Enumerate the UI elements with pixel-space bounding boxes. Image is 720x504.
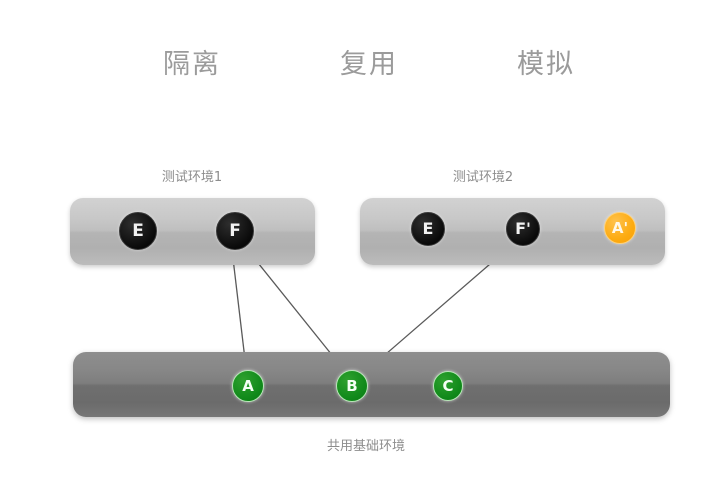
node-f1[interactable]: F [216,212,254,250]
caption-test-env-2: 测试环境2 [452,170,514,185]
node-a2-label: A' [611,218,629,237]
node-a-label: A [242,376,254,395]
node-f2[interactable]: F' [506,212,540,246]
node-e2[interactable]: E [411,212,445,246]
node-e2-label: E [422,219,434,238]
edge-f1-a [231,249,249,369]
node-e1-label: E [132,220,144,241]
heading-simulation: 模拟 [517,49,575,80]
node-b[interactable]: B [336,370,368,402]
caption-test-env-1: 测试环境1 [161,170,223,185]
heading-reuse: 复用 [340,49,398,80]
node-f2-label: F' [515,219,531,238]
shared-base-env-box [73,352,670,417]
node-a2[interactable]: A' [604,212,636,244]
heading-isolation: 隔离 [163,49,221,80]
test-env-1-box [70,198,315,265]
node-c-label: C [442,376,454,395]
node-a[interactable]: A [232,370,264,402]
node-f1-label: F [229,220,241,241]
node-c[interactable]: C [433,371,463,401]
node-b-label: B [346,376,358,395]
caption-shared-base-env: 共用基础环境 [326,439,406,454]
node-e1[interactable]: E [119,212,157,250]
